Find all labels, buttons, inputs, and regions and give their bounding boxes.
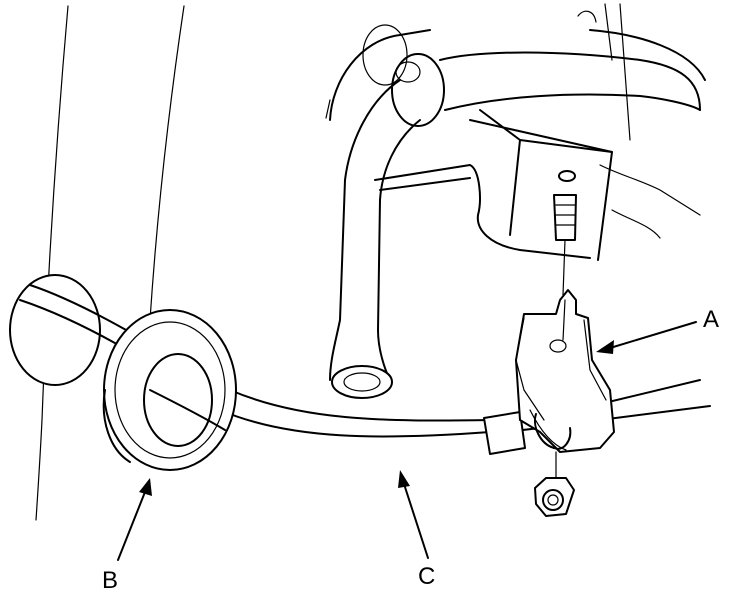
callout-c: C (398, 470, 435, 590)
arrowhead-c (398, 470, 410, 488)
callout-a: A (596, 306, 719, 354)
body-bracket (374, 109, 701, 261)
clamp-bracket (515, 289, 615, 453)
panel-hole (9, 274, 101, 386)
grommet (102, 309, 237, 471)
arrowhead-b (139, 478, 152, 496)
vertical-tube (325, 79, 421, 399)
bracket-bolt (553, 170, 577, 296)
callout-label-c: C (418, 563, 435, 590)
upper-pipe (329, 3, 706, 141)
arrowhead-a (596, 340, 614, 354)
callout-label-a: A (703, 306, 719, 333)
callout-b: B (102, 478, 152, 594)
cable-sleeve (483, 411, 526, 455)
callout-label-b: B (102, 567, 118, 594)
flange-nut (534, 451, 575, 517)
